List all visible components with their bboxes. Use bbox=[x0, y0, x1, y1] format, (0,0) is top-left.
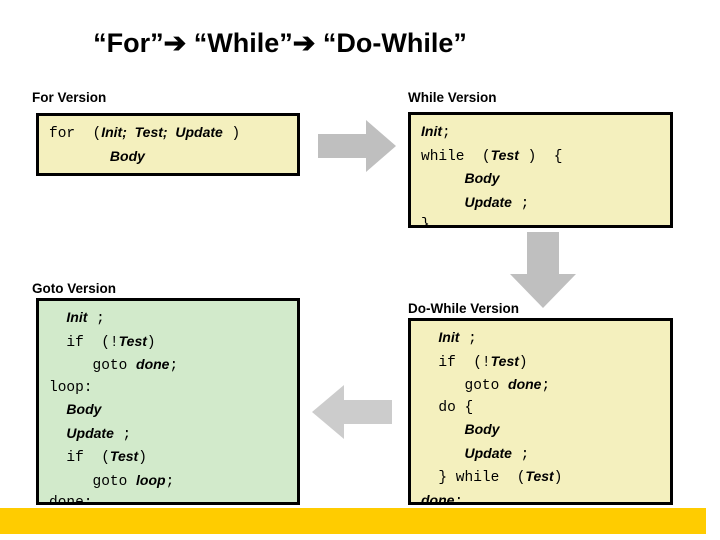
code-line: Update ; bbox=[464, 193, 530, 212]
code-line: goto done; bbox=[49, 356, 179, 374]
code-line: Body bbox=[109, 147, 145, 164]
page-title: “For”➔ “While”➔ “Do-While” bbox=[93, 28, 467, 58]
arrow-left-icon bbox=[312, 383, 392, 446]
do-while-version-caption: Do-While Version bbox=[408, 301, 520, 316]
code-line: Body bbox=[464, 170, 500, 186]
arrow-right-icon bbox=[318, 118, 396, 179]
while-version-caption: While Version bbox=[408, 90, 497, 105]
code-line: goto loop; bbox=[49, 471, 175, 490]
arrow-down-icon bbox=[508, 232, 578, 313]
while-version-code-box: Init; while (Test ) { Body Update ; } bbox=[408, 112, 673, 228]
code-line: } bbox=[421, 217, 430, 228]
code-line: Init ; bbox=[438, 329, 477, 347]
code-line: for (Init; Test; Update ) bbox=[49, 124, 241, 142]
code-line: do { bbox=[421, 399, 474, 416]
code-line: if (Test) bbox=[49, 448, 147, 466]
code-line: Update ; bbox=[66, 424, 132, 443]
code-line: Body bbox=[464, 421, 500, 437]
code-line: goto done; bbox=[421, 376, 551, 394]
code-line: if (!Test) bbox=[421, 352, 528, 371]
bottom-accent-bar bbox=[0, 508, 706, 534]
code-line: Update ; bbox=[464, 444, 530, 463]
code-line: loop: bbox=[49, 379, 93, 396]
code-line: Body bbox=[66, 401, 102, 417]
code-line: if (!Test) bbox=[49, 332, 156, 351]
do-while-version-code-box: Init ; if (!Test) goto done; do { Body U… bbox=[408, 318, 673, 505]
goto-version-code-box: Init ; if (!Test) goto done; loop: Body … bbox=[36, 298, 300, 505]
code-line: done: bbox=[49, 495, 93, 505]
code-line: Init; bbox=[421, 123, 451, 141]
code-line: Init ; bbox=[66, 309, 105, 327]
code-line: while (Test ) { bbox=[421, 146, 563, 165]
for-version-caption: For Version bbox=[32, 90, 107, 105]
for-version-code-box: for (Init; Test; Update ) Body bbox=[36, 113, 300, 176]
goto-version-caption: Goto Version bbox=[32, 281, 117, 296]
code-line: } while (Test) bbox=[421, 468, 563, 486]
code-line: done: bbox=[421, 491, 464, 505]
